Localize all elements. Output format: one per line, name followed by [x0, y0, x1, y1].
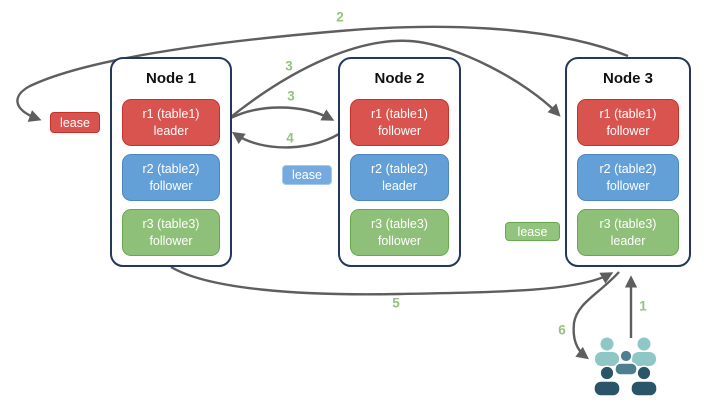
- replica-role: follower: [149, 178, 193, 193]
- replica-role: follower: [149, 233, 193, 248]
- node3-replica-r1: r1 (table1) follower: [577, 99, 679, 146]
- node1-replica-r3: r3 (table3) follower: [122, 209, 220, 256]
- lease-badge-table3: lease: [505, 222, 560, 241]
- step-4-label: 4: [286, 130, 294, 146]
- lease-badge-table1: lease: [50, 112, 100, 133]
- step-2-label: 2: [336, 9, 344, 25]
- node-1: Node 1 r1 (table1) leader r2 (table2) fo…: [110, 57, 232, 267]
- node-3-title: Node 3: [602, 70, 653, 87]
- node-2: Node 2 r1 (table1) follower r2 (table2) …: [338, 57, 461, 267]
- arrow-step2: [16, 25, 629, 122]
- replica-name: r1 (table1): [371, 107, 428, 122]
- users-group-icon: [593, 337, 658, 397]
- arrow-step5: [170, 265, 614, 296]
- node2-replica-r3: r3 (table3) follower: [350, 209, 449, 256]
- node2-replica-r2: r2 (table2) leader: [350, 154, 449, 201]
- replica-role: follower: [377, 123, 422, 138]
- replica-name: r2 (table2): [371, 162, 428, 177]
- step-3b-label: 3: [287, 88, 295, 104]
- replica-role: follower: [606, 178, 650, 193]
- step-3a-label: 3: [285, 58, 293, 74]
- replica-role: follower: [606, 123, 650, 138]
- arrow-step3-to-node2: [226, 106, 335, 122]
- replica-name: r1 (table1): [599, 107, 657, 122]
- lease-badge-table2: lease: [282, 165, 332, 185]
- step-1-label: 1: [639, 298, 647, 314]
- replica-name: r3 (table3): [599, 217, 657, 232]
- replica-name: r3 (table3): [142, 217, 200, 232]
- replica-name: r1 (table1): [142, 107, 200, 122]
- replica-role: leader: [610, 233, 646, 248]
- step-5-label: 5: [392, 295, 400, 311]
- replica-role: leader: [382, 178, 417, 193]
- replica-name: r2 (table2): [599, 162, 657, 177]
- replica-role: follower: [377, 233, 422, 248]
- replica-name: r3 (table3): [371, 217, 428, 232]
- node-1-title: Node 1: [145, 70, 196, 87]
- node1-replica-r1: r1 (table1) leader: [122, 99, 220, 146]
- node3-replica-r3: r3 (table3) leader: [577, 209, 679, 256]
- node-3: Node 3 r1 (table1) follower r2 (table2) …: [565, 57, 691, 267]
- arrow-step6: [572, 271, 620, 360]
- node-2-title: Node 2: [374, 70, 425, 87]
- node1-replica-r2: r2 (table2) follower: [122, 154, 220, 201]
- node2-replica-r1: r1 (table1) follower: [350, 99, 449, 146]
- replica-role: leader: [153, 123, 189, 138]
- node3-replica-r2: r2 (table2) follower: [577, 154, 679, 201]
- step-6-label: 6: [558, 322, 566, 338]
- replica-name: r2 (table2): [142, 162, 200, 177]
